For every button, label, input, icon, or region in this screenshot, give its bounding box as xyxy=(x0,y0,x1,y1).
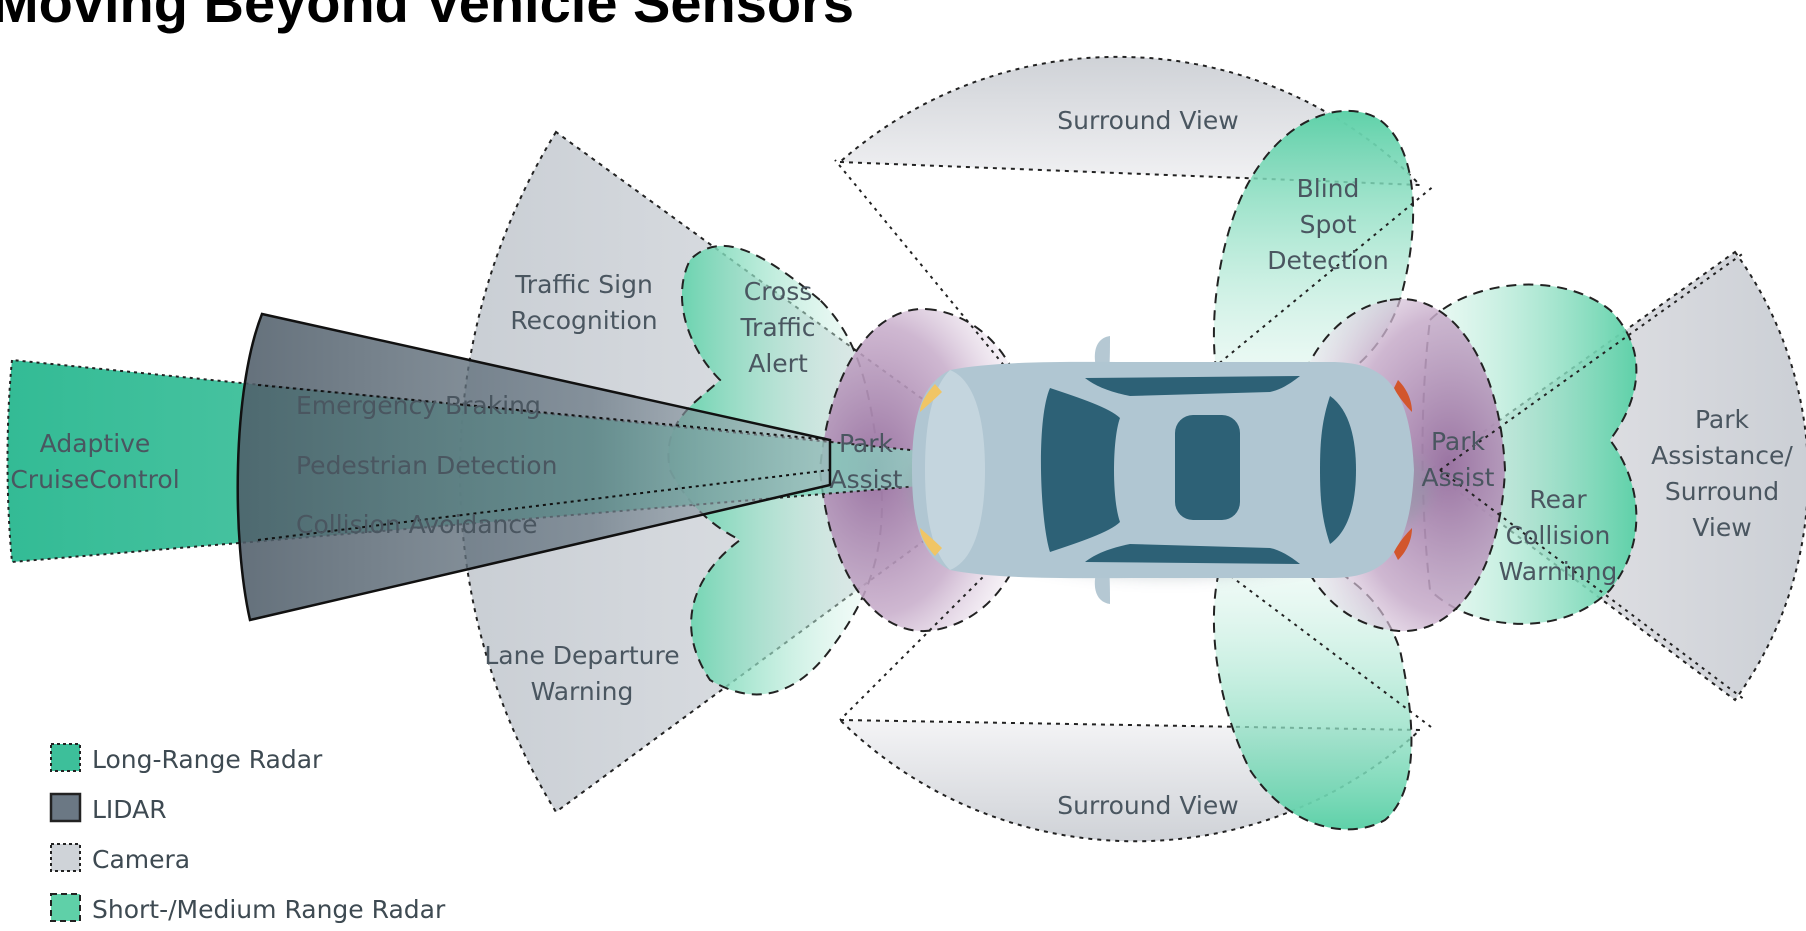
label-cross-traffic-alert: Cross Traffic Alert xyxy=(739,277,815,378)
label-lane-departure-warning-line2: Warning xyxy=(531,677,634,706)
legend-item-short-medium-range-radar: Short-/Medium Range Radar xyxy=(50,893,446,924)
label-park-assist-front-line1: Park xyxy=(839,429,894,458)
lidar-zone xyxy=(236,312,832,622)
label-pedestrian-detection: Pedestrian Detection xyxy=(296,451,557,480)
label-traffic-sign-recognition-line1: Traffic Sign xyxy=(514,270,653,299)
legend-label-camera: Camera xyxy=(92,845,190,874)
label-park-assistance-line3: Surround xyxy=(1665,477,1779,506)
label-blind-spot-detection-line2: Spot xyxy=(1300,210,1357,239)
label-rear-collision-warning-line2: Collision xyxy=(1506,521,1611,550)
label-rear-collision-warning-line3: Warninng xyxy=(1499,557,1618,586)
label-adaptive-cruise-control-line1: Adaptive xyxy=(40,429,151,458)
label-cross-traffic-alert-line2: Traffic xyxy=(739,313,815,342)
label-traffic-sign-recognition: Traffic Sign Recognition xyxy=(510,270,657,335)
short-medium-radar-swatch xyxy=(50,893,81,922)
legend-item-camera: Camera xyxy=(50,843,190,874)
label-blind-spot-detection: Blind Spot Detection xyxy=(1267,174,1388,275)
lidar-swatch xyxy=(49,792,82,823)
label-park-assistance-line2: Assistance/ xyxy=(1651,441,1793,470)
label-emergency-braking: Emergency Braking xyxy=(296,391,541,420)
legend-label-lidar: LIDAR xyxy=(92,795,167,824)
legend-item-long-range-radar: Long-Range Radar xyxy=(50,743,323,774)
label-park-assist-front-line2: Assist xyxy=(830,465,903,494)
long-range-radar-swatch xyxy=(50,743,81,772)
camera-swatch xyxy=(50,843,81,872)
diagram-title: Moving Beyond Vehicle Sensors xyxy=(0,0,854,34)
label-adaptive-cruise-control: Adaptive CruiseControl xyxy=(10,429,179,494)
label-rear-collision-warning: Rear Collision Warninng xyxy=(1499,485,1618,586)
label-blind-spot-detection-line1: Blind xyxy=(1297,174,1360,203)
label-traffic-sign-recognition-line2: Recognition xyxy=(510,306,657,335)
label-cross-traffic-alert-line1: Cross xyxy=(744,277,813,306)
label-surround-view-top: Surround View xyxy=(1057,106,1238,135)
label-park-assistance-surround-view: Park Assistance/ Surround View xyxy=(1651,405,1793,542)
label-surround-view-bottom: Surround View xyxy=(1057,791,1238,820)
label-cross-traffic-alert-line3: Alert xyxy=(748,349,808,378)
legend: Long-Range Radar LIDAR Camera Short-/Med… xyxy=(49,743,446,924)
legend-item-lidar: LIDAR xyxy=(49,792,167,824)
label-park-assistance-line1: Park xyxy=(1695,405,1750,434)
label-park-assist-front: Park Assist xyxy=(830,429,903,494)
label-blind-spot-detection-line3: Detection xyxy=(1267,246,1388,275)
label-rear-collision-warning-line1: Rear xyxy=(1529,485,1587,514)
car-top-view xyxy=(910,336,1430,604)
label-collision-avoidance: Collision Avoidance xyxy=(296,510,537,539)
lidar-ray-upper xyxy=(257,384,831,441)
label-park-assistance-line4: View xyxy=(1692,513,1751,542)
label-lane-departure-warning-line1: Lane Departure xyxy=(484,641,679,670)
legend-label-short-medium-range-radar: Short-/Medium Range Radar xyxy=(92,895,446,924)
label-park-assist-rear: Park Assist xyxy=(1422,427,1495,492)
legend-label-long-range-radar: Long-Range Radar xyxy=(92,745,323,774)
label-park-assist-rear-line2: Assist xyxy=(1422,463,1495,492)
label-lane-departure-warning: Lane Departure Warning xyxy=(484,641,679,706)
label-adaptive-cruise-control-line2: CruiseControl xyxy=(10,465,179,494)
camera-ray-5 xyxy=(1439,251,1746,471)
lidar-ray-lower xyxy=(257,469,831,541)
label-park-assist-rear-line1: Park xyxy=(1431,427,1486,456)
